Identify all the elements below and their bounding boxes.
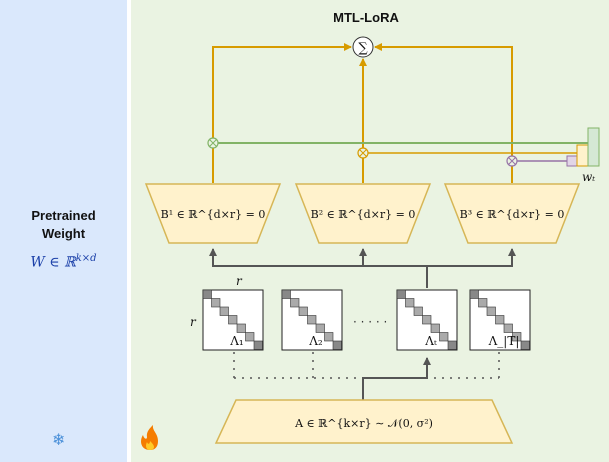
weight-bar-3: [566, 155, 578, 167]
lambda-block-1: Λ₁: [202, 289, 264, 351]
multiply-node-3: [506, 155, 518, 167]
b-block-2: B² ∈ ℝ^{d×r} = 0: [294, 183, 432, 244]
dotted-connectors: [233, 352, 500, 379]
output-arrow-1: [212, 43, 352, 183]
lambda-block-4-label: Λ_|T|: [488, 334, 520, 348]
a-block: A ∈ ℝ^{k×r} ∼ 𝒩(0, σ²): [214, 399, 514, 444]
b-block-3-label: B³ ∈ ℝ^{d×r} = 0: [460, 208, 565, 221]
weight-label: wₜ: [582, 170, 595, 184]
lambda-block-1-label: Λ₁: [229, 334, 243, 348]
multiply-node-2: [357, 147, 369, 159]
sum-symbol: ∑: [358, 41, 368, 56]
arrow-to-b1: [209, 248, 428, 288]
weight-bar-1: [587, 127, 600, 167]
diagram-title: MTL-LoRA: [333, 10, 399, 25]
lambda-ellipsis: · · · · ·: [353, 315, 387, 329]
b-block-3: B³ ∈ ℝ^{d×r} = 0: [443, 183, 581, 244]
snowflake-icon: ❄: [52, 430, 66, 449]
lambda-block-3: Λₜ: [396, 289, 458, 351]
task-weight-bars: [566, 127, 600, 167]
pretrained-formula: W ∈ ℝk×d: [30, 253, 97, 271]
weight-bar-2: [576, 144, 589, 167]
a-to-lambda-arrow: [362, 357, 431, 400]
fire-icon: [141, 425, 158, 450]
lambda-blocks: Λ₁ Λ₂ Λₜ Λ_|T|: [202, 289, 531, 351]
output-arrow-3: [374, 43, 513, 183]
multiply-node-1: [207, 137, 219, 149]
pretrained-weight-panel: Pretrained Weight W ∈ ℝk×d ❄: [0, 0, 127, 462]
lambda-block-3-label: Λₜ: [424, 334, 437, 348]
b-block-1: B¹ ∈ ℝ^{d×r} = 0: [144, 183, 282, 244]
b-block-1-label: B¹ ∈ ℝ^{d×r} = 0: [161, 208, 266, 221]
pretrained-title-line2: Weight: [41, 226, 86, 241]
r-label-left: r: [190, 315, 197, 329]
lambda-block-2-label: Λ₂: [308, 334, 323, 348]
a-block-label: A ∈ ℝ^{k×r} ∼ 𝒩(0, σ²): [294, 417, 433, 430]
lambda-block-4: Λ_|T|: [469, 289, 531, 351]
pretrained-title-line1: Pretrained: [31, 208, 96, 223]
lambda-block-2: Λ₂: [281, 289, 343, 351]
sum-node: ∑: [352, 36, 374, 58]
arrow-to-b3: [427, 248, 516, 267]
output-arrows: [212, 43, 513, 183]
b-block-2-label: B² ∈ ℝ^{d×r} = 0: [311, 208, 416, 221]
r-label-top: r: [236, 274, 243, 288]
lambda-to-b-arrows: [209, 248, 516, 288]
